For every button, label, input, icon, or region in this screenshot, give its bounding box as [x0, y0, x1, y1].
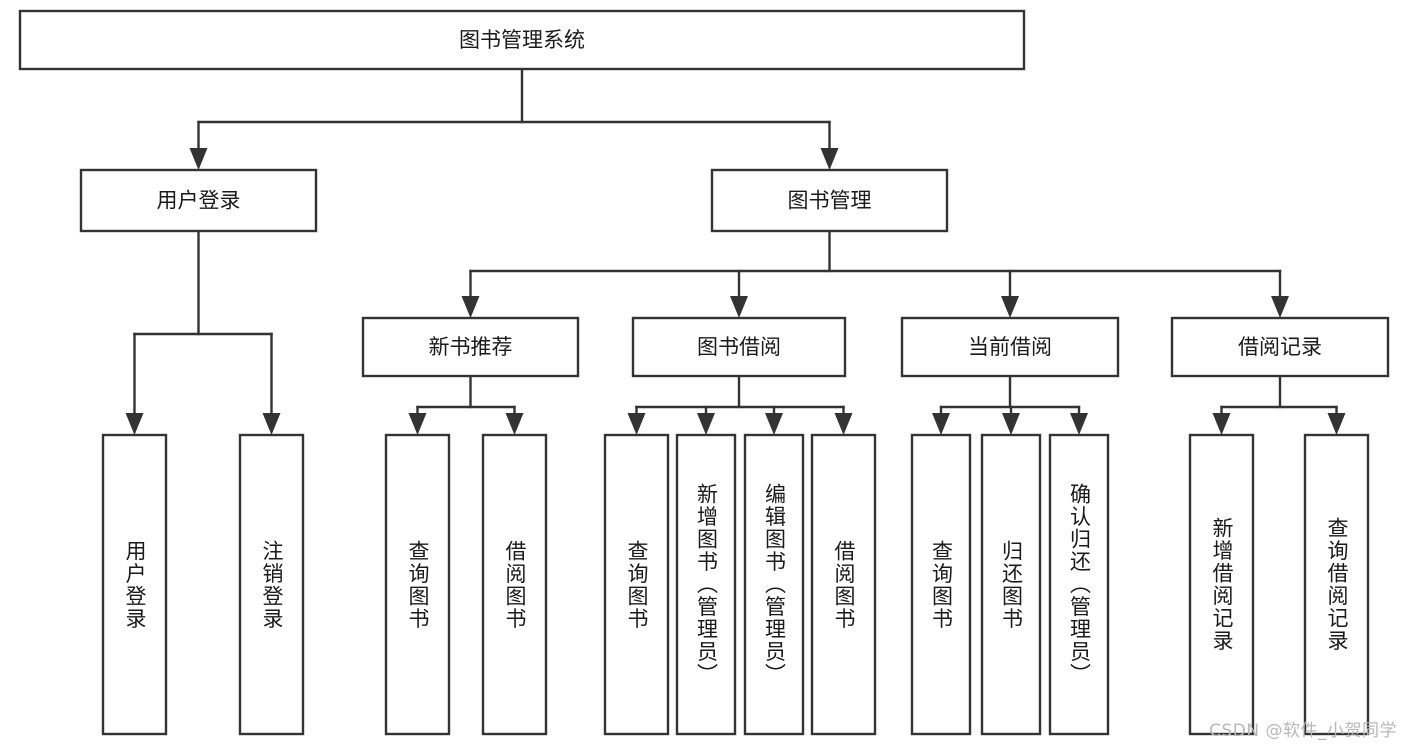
node-box-user-login-do[interactable]: [101, 433, 168, 736]
node-box-bb-query-book[interactable]: [603, 433, 670, 736]
arrow-head-icon-current-borrow: [1001, 296, 1019, 318]
node-box-nbr-borrow-book[interactable]: [481, 433, 548, 736]
node-label-book-borrow: 图书借阅: [697, 335, 781, 359]
arrow-head-icon-br-query-record: [1327, 413, 1346, 435]
arrow-head-icon-user-login-do: [125, 413, 144, 435]
node-label-root: 图书管理系统: [459, 28, 585, 52]
node-box-book-manage[interactable]: [710, 168, 949, 233]
arrow-head-icon-user-logout: [262, 413, 281, 435]
node-box-bb-add-book[interactable]: [675, 433, 737, 736]
node-box-borrow-record[interactable]: [1170, 316, 1390, 378]
node-box-bb-borrow-book[interactable]: [810, 433, 877, 736]
arrow-head-icon-user-login: [189, 148, 208, 170]
boxes-layer: [18, 9, 1390, 736]
node-box-new-book-recommend[interactable]: [361, 316, 580, 378]
arrow-head-icon-bb-add-book: [697, 413, 715, 435]
arrow-head-icon-br-add-record: [1212, 413, 1231, 435]
node-box-current-borrow[interactable]: [900, 316, 1120, 378]
connectors-layer: [125, 67, 1346, 435]
node-box-br-query-record[interactable]: [1303, 433, 1370, 736]
arrow-head-icon-cb-confirm-return: [1070, 413, 1088, 435]
arrow-head-icon-bb-query-book: [627, 413, 646, 435]
arrow-head-icon-nbr-query-book: [408, 413, 427, 435]
node-label-new-book-recommend: 新书推荐: [429, 335, 513, 359]
node-box-br-add-record[interactable]: [1188, 433, 1255, 736]
node-box-nbr-query-book[interactable]: [384, 433, 451, 736]
node-label-borrow-record: 借阅记录: [1238, 335, 1322, 359]
arrow-head-icon-bb-borrow-book: [834, 413, 853, 435]
watermark-text: CSDN @软件_小贺同学: [1209, 721, 1397, 741]
node-label-user-login: 用户登录: [157, 189, 241, 213]
node-box-root[interactable]: [18, 9, 1026, 71]
node-box-book-borrow[interactable]: [631, 316, 847, 378]
arrow-head-icon-bb-edit-book: [765, 413, 783, 435]
arrow-head-icon-nbr-borrow-book: [505, 413, 524, 435]
arrow-head-icon-cb-return-book: [1002, 413, 1020, 435]
node-label-current-borrow: 当前借阅: [968, 335, 1052, 359]
node-box-user-login[interactable]: [79, 168, 318, 233]
arrow-head-icon-cb-query-book: [932, 413, 950, 435]
node-box-bb-edit-book[interactable]: [743, 433, 805, 736]
arrow-head-icon-book-borrow: [730, 296, 748, 318]
node-label-book-manage: 图书管理: [788, 189, 872, 213]
node-box-cb-confirm-return[interactable]: [1048, 433, 1110, 736]
node-box-user-logout[interactable]: [238, 433, 305, 736]
arrow-head-icon-new-book-recommend: [461, 296, 480, 318]
node-box-cb-query-book[interactable]: [910, 433, 972, 736]
node-box-cb-return-book[interactable]: [980, 433, 1042, 736]
arrow-head-icon-book-manage: [820, 148, 839, 170]
arrow-head-icon-borrow-record: [1271, 296, 1289, 318]
